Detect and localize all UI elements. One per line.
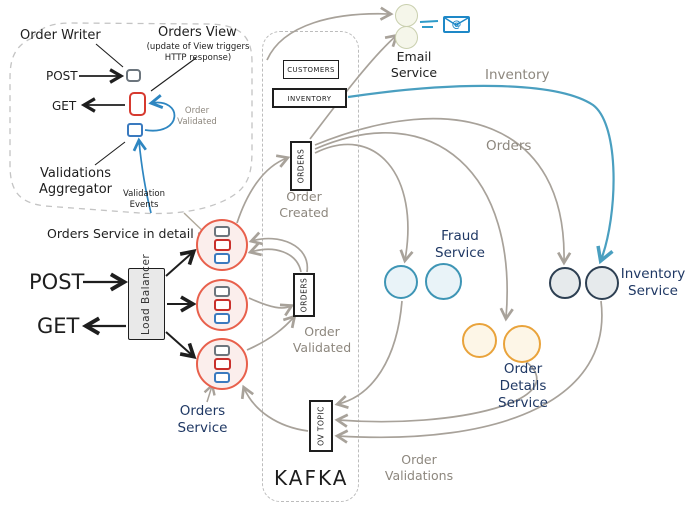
order-created-label: Order Created [279, 189, 329, 220]
topic-customers-label: CUSTOMERS [287, 66, 335, 74]
orders-view-note: (update of View triggers HTTP response) [146, 42, 250, 63]
arrow-customers-email [266, 6, 394, 61]
arrow-fraud-ov [334, 300, 403, 409]
arrow-orders-inventory [314, 117, 572, 266]
detail-order-validated-label: Order Validated [177, 106, 217, 127]
topic-ov-label: OV TOPIC [316, 406, 326, 446]
email-icon[interactable]: @ [443, 16, 470, 33]
instance1-components [198, 221, 246, 269]
detail-get-label: GET [52, 99, 77, 113]
pointer-orders-view [150, 57, 197, 92]
arrow-instance3-order-validated [246, 314, 297, 351]
instance2-components [198, 281, 246, 329]
fraud-service-label: Fraud Service [435, 228, 485, 261]
arrow-order-validated-detail [144, 94, 176, 132]
arrow-inventory-ov [334, 300, 603, 444]
validations-aggregator-node[interactable] [127, 123, 143, 137]
orders-instance-3[interactable] [196, 338, 248, 390]
arrow-ov-topic-instance3 [240, 384, 309, 432]
validation-events-label: Validation Events [123, 189, 165, 210]
fraud-instance-1[interactable] [384, 265, 418, 299]
orders-view-mini [213, 358, 231, 370]
arrow-instance2-order-validated [248, 297, 295, 317]
orders-view-mini [213, 239, 231, 251]
email-flap [444, 17, 469, 26]
fraud-instance-2[interactable] [425, 263, 462, 300]
validations-aggregator-label: Validations Aggregator [38, 166, 113, 198]
inventory-instance-1[interactable] [549, 267, 581, 299]
validations-aggregator-mini [214, 253, 230, 264]
post-label: POST [29, 270, 85, 294]
arrow-inventory-topic-service [347, 84, 615, 265]
arrow-order-validated-instance1-b [248, 231, 308, 273]
validations-aggregator-mini [214, 313, 230, 324]
order-writer-node[interactable] [126, 69, 141, 82]
arrow-lb-instance1 [165, 248, 197, 277]
order-writer-mini [214, 226, 230, 237]
arrow-orders-email [309, 33, 399, 140]
topic-inventory[interactable]: INVENTORY [272, 88, 347, 108]
orders-flow-label: Orders [486, 138, 532, 154]
arrow-validation-events [132, 137, 152, 214]
detail-post-label: POST [46, 69, 78, 83]
topic-orders-validated-label: ORDERS [299, 277, 309, 313]
arrow-orders-details [314, 132, 514, 322]
order-validated-label: Order Validated [292, 324, 352, 355]
orders-instance-2[interactable] [196, 279, 248, 331]
pointer-validations-aggregator [94, 141, 126, 166]
details-instance-1[interactable] [462, 323, 497, 358]
topic-orders-validated[interactable]: ORDERS [293, 273, 315, 317]
load-balancer-label: Load Balancer [139, 253, 152, 335]
kafka-title: KAFKA [274, 466, 349, 490]
detail-panel-outline[interactable] [9, 22, 253, 215]
arrow-order-validated-instance1-a [247, 242, 302, 273]
details-service-label: Order Details Service [498, 361, 548, 411]
topic-orders-created-label: ORDERS [296, 148, 306, 184]
topic-ov[interactable]: OV TOPIC [309, 400, 333, 452]
validations-aggregator-mini [214, 372, 230, 383]
arrow-instance1-order-created [236, 154, 291, 224]
orders-view-node[interactable] [129, 92, 146, 116]
orders-view-mini [213, 299, 231, 311]
order-validations-label: Order Validations [384, 452, 454, 483]
kafka-container[interactable] [262, 31, 359, 502]
arrow-orders-service-label [203, 383, 216, 403]
arrow-details-ov [334, 359, 538, 428]
arrow-orders-fraud [314, 143, 414, 264]
pointer-order-writer [95, 43, 124, 68]
topic-customers[interactable]: CUSTOMERS [283, 60, 339, 79]
orders-view-label: Orders View [158, 25, 237, 40]
inventory-flow-label: Inventory [485, 67, 550, 83]
orders-instance-1[interactable] [196, 219, 248, 271]
email-speed-line-1 [419, 20, 439, 23]
load-balancer[interactable]: Load Balancer [128, 253, 165, 340]
email-service-label: Email Service [390, 49, 438, 80]
email-instance-1[interactable] [395, 4, 418, 27]
order-writer-label: Order Writer [20, 28, 101, 43]
order-writer-mini [214, 345, 230, 356]
email-at-glyph: @ [451, 19, 462, 31]
order-writer-mini [214, 286, 230, 297]
arrow-lb-instance3 [165, 331, 197, 360]
email-instance-2[interactable] [395, 26, 418, 49]
inventory-service-label: Inventory Service [620, 266, 686, 299]
orders-service-label: Orders Service [177, 403, 228, 436]
inventory-instance-2[interactable] [585, 266, 619, 300]
instance3-components [198, 340, 246, 388]
detail-caption: Orders Service in detail [47, 226, 194, 241]
get-label: GET [37, 314, 80, 338]
topic-orders-created[interactable]: ORDERS [290, 141, 312, 191]
details-instance-2[interactable] [503, 325, 541, 363]
topic-inventory-label: INVENTORY [287, 95, 332, 103]
